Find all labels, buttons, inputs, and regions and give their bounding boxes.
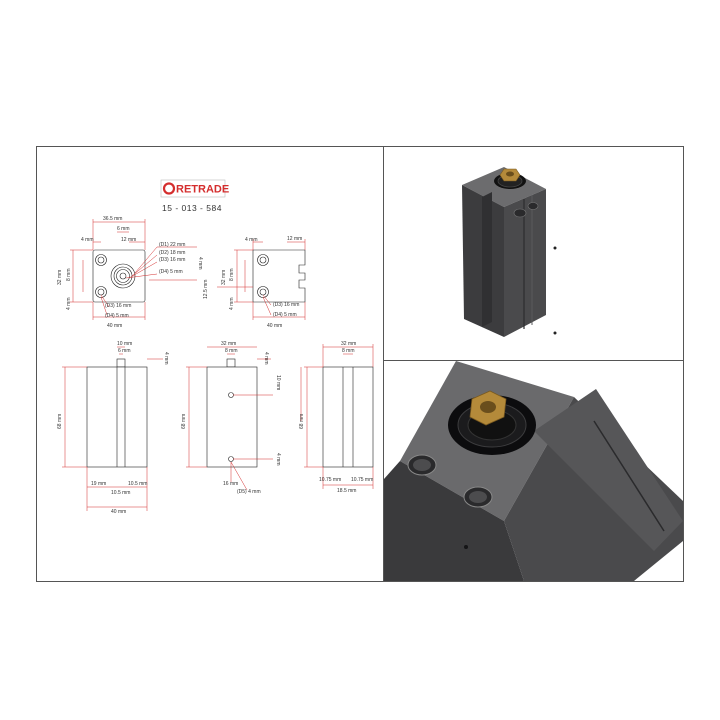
front-bottom-offset: 4 mm <box>66 298 72 311</box>
side1-top-width: 10 mm <box>117 341 132 347</box>
retrade-logo: RETRADE <box>160 179 229 198</box>
side1-top-inner: 6 mm <box>118 348 131 354</box>
back-mid: 8 mm <box>229 269 235 282</box>
side-view-2: 32 mm 8 mm 4 mm 10 mm 68 mm 4 mm 16 mm (… <box>181 341 302 495</box>
back-bottom-offset: 4 mm <box>229 298 235 311</box>
front-mid: 8 mm <box>66 269 72 282</box>
technical-drawing-panel: RETRADE 15 - 013 - 584 <box>37 147 384 581</box>
front-hole-d3: (D3) 16 mm <box>105 303 131 309</box>
logo-text: RETRADE <box>176 184 229 196</box>
side3-top-width: 32 mm <box>341 341 356 347</box>
back-left-offset: 4 mm <box>245 237 258 243</box>
side1-top-right: 4 mm <box>163 352 169 365</box>
side3-bottom-left: 10.75 mm <box>319 477 341 483</box>
front-width-bottom: 40 mm <box>107 323 122 329</box>
side2-top-inner: 8 mm <box>225 348 238 354</box>
front-side-4: 4 mm <box>197 257 203 270</box>
back-hole-d3: (D3) 16 mm <box>273 302 299 308</box>
back-hole-d4: (D4) 5 mm <box>273 312 297 318</box>
drawing-sheet: RETRADE 15 - 013 - 584 <box>36 146 684 582</box>
part-number: 15 - 013 - 584 <box>162 203 222 213</box>
side1-total-width: 40 mm <box>111 509 126 515</box>
front-center-gap: 6 mm <box>117 226 130 232</box>
front-width-top: 36.5 mm <box>103 216 122 222</box>
front-d2: (D2) 18 mm <box>159 250 185 256</box>
logo-ring-icon <box>162 182 176 195</box>
side1-height: 68 mm <box>57 414 63 429</box>
front-hole-d4: (D4) 5 mm <box>105 313 129 319</box>
technical-drawing: RETRADE 15 - 013 - 584 <box>57 179 374 515</box>
cylinder-render-isometric <box>462 167 557 337</box>
back-right-offset: 12 mm <box>287 236 302 242</box>
side-view-3: 32 mm 8 mm 68 mm 10.75 mm 10.75 mm 18.5 … <box>299 341 374 494</box>
front-height: 32 mm <box>57 270 63 285</box>
cylinder-render-closeup <box>384 361 683 581</box>
side1-bottom-right: 10.5 mm <box>128 481 147 487</box>
side3-height: 68 mm <box>299 414 305 429</box>
side2-top-right: 4 mm <box>263 352 269 365</box>
side3-bottom-total: 18.5 mm <box>337 488 356 494</box>
side2-bottom-offset: 16 mm <box>223 481 238 487</box>
front-view: 36.5 mm 4 mm 6 mm 12 mm (D1) 22 mm (D2) … <box>57 216 203 329</box>
front-left-offset: 4 mm <box>81 237 94 243</box>
front-right-offset: 12 mm <box>121 237 136 243</box>
side1-bottom-mid: 10.5 mm <box>111 490 130 496</box>
side1-bottom-left: 19 mm <box>91 481 106 487</box>
side3-top-inner: 8 mm <box>342 348 355 354</box>
back-view: 4 mm 12 mm 12.5 mm 32 mm 8 mm 4 mm (D3) … <box>203 236 306 329</box>
back-height: 32 mm <box>221 270 227 285</box>
front-d3: (D3) 16 mm <box>159 257 185 263</box>
side-view-1: 10 mm 6 mm 4 mm 68 mm 19 mm 10.5 mm 10.5… <box>57 341 169 515</box>
back-depth: 12.5 mm <box>203 280 209 299</box>
render-isometric-panel <box>384 147 683 361</box>
front-d1: (D1) 22 mm <box>159 242 185 248</box>
side2-lower-hole: 4 mm <box>275 453 281 466</box>
side2-hole-d5: (D5) 4 mm <box>237 489 261 495</box>
render-closeup-panel <box>384 361 683 581</box>
side2-upper-hole: 10 mm <box>275 375 281 390</box>
side2-height: 68 mm <box>181 414 187 429</box>
side2-top-width: 32 mm <box>221 341 236 347</box>
front-d4: (D4) 5 mm <box>159 269 183 275</box>
back-width-bottom: 40 mm <box>267 323 282 329</box>
side3-bottom-right: 10.75 mm <box>351 477 373 483</box>
